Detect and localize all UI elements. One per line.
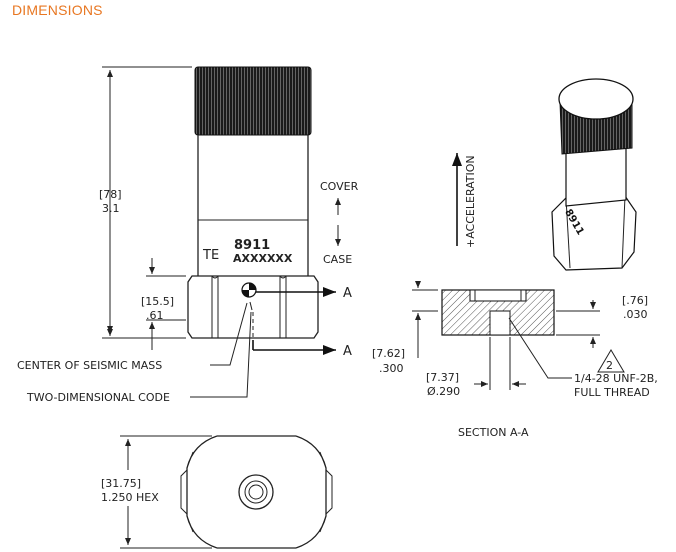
note-triangle [597,349,625,373]
case-label: CASE [323,253,352,266]
two-d-code-label: TWO-DIMENSIONAL CODE [26,391,170,404]
section-title: SECTION A-A [458,426,529,439]
note-number: 2 [606,359,613,372]
hole-diameter-in: Ø.290 [427,385,460,398]
hex-height-dimension [146,258,186,350]
recess-depth-dimension [556,300,600,348]
cover-label: COVER [320,180,359,193]
hex-size-mm: [31.75] [101,477,141,490]
recess-depth-in: .030 [623,308,648,321]
front-view-sensor [187,66,319,340]
section-height-in: .300 [379,362,404,375]
thread-leader [508,317,572,379]
thread-line1: 1/4-28 UNF-2B, [574,372,658,385]
section-height-mm: [7.62] [372,347,405,360]
overall-height-mm: [78] [99,188,122,201]
hex-height-mm: [15.5] [141,295,174,308]
hex-dimension [120,435,212,549]
thread-line2: FULL THREAD [574,386,650,399]
sensor-serial-text: AXXXXXX [233,252,293,265]
bottom-view-sensor [180,435,333,549]
section-cut-line [252,287,336,355]
two-d-code-leader [190,311,252,398]
acceleration-label: +ACCELERATION [464,155,477,248]
recess-depth-mm: [.76] [622,294,648,307]
hole-diameter-mm: [7.37] [426,371,459,384]
sensor-brand-text: TE [202,248,219,263]
overall-height-in: 3.1 [102,202,120,215]
section-height-dimension [412,281,438,358]
center-of-mass-leader [210,302,248,366]
hole-diameter-dimension [474,337,526,390]
isometric-sensor-view: 8911 [551,78,637,271]
section-marker-top: A [343,286,352,301]
section-marker-bottom: A [343,344,352,359]
center-of-mass-label: CENTER OF SEISMIC MASS [17,359,162,372]
sensor-model-text: 8911 [234,238,270,253]
overall-height-dimension [102,66,192,339]
hex-size-in: 1.250 HEX [101,491,159,504]
page-heading: DIMENSIONS [12,2,103,18]
hex-height-in: .61 [146,309,164,322]
section-view [441,289,555,336]
